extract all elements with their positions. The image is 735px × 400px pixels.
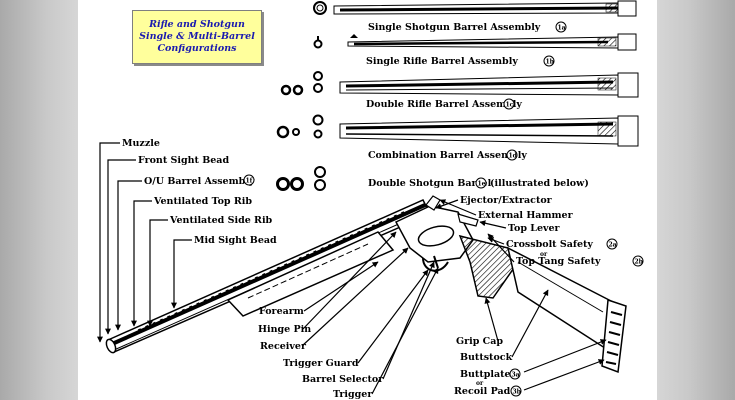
label-front-sight-bead: Front Sight Bead [138,155,229,166]
label-top-tang-num: 2b [635,259,643,266]
label-hinge-pin: Hinge Pin [258,324,311,335]
left-leader-lines [97,142,192,343]
label-ventilated-side-rib: Ventilated Side Rib [169,215,273,226]
combination-barrel-drawing [276,114,639,147]
assembly-num-1: 1a [558,25,566,32]
label-barrel-selector: Barrel Selector [302,374,384,385]
label-recoil-pad-num: 3b [513,389,521,396]
title-line-1: Rifle and Shotgun [149,19,245,30]
diagram-panel: Rifle and Shotgun Single & Multi-Barrel … [78,0,657,400]
label-ou-barrel-assembly: O/U Barrel Assembly [144,176,255,187]
assembly-num-4: 1d [509,153,518,160]
label-recoil-pad: Recoil Pad [454,386,511,397]
gun-diagram-svg: Single Shotgun Barrel Assembly 1a Single… [97,0,644,400]
single-shotgun-barrel-drawing [313,0,637,17]
double-shotgun-drawing [105,195,627,374]
label-or-1: or [540,251,548,258]
label-receiver: Receiver [260,341,307,352]
bottom-right-leader-lines [484,289,607,391]
single-rifle-barrel-drawing [313,33,637,51]
label-crossbolt-safety: Crossbolt Safety [506,239,593,250]
double-rifle-barrel-drawing [280,71,639,98]
label-grip-cap: Grip Cap [456,336,503,347]
label-mid-sight-bead: Mid Sight Bead [194,235,277,246]
assembly-num-2: 1b [546,59,554,66]
assembly-num-3: 1c [506,102,514,109]
background-left [0,0,78,400]
label-or-2: or [476,380,484,387]
assembly-label-5: Double Shotgun Barrel [368,178,492,189]
label-external-hammer: External Hammer [478,210,574,221]
assembly-label-2: Single Rifle Barrel Assembly [366,56,518,67]
assembly-label-4: Combination Barrel Assembly [368,150,527,161]
double-shotgun-barrel-icons [276,166,326,191]
assembly-label-1: Single Shotgun Barrel Assembly [368,22,541,33]
title-box: Rifle and Shotgun Single & Multi-Barrel … [132,10,262,64]
title-line-3: Configurations [157,43,237,54]
assembly-num-5: 1e [478,181,486,188]
title-line-2: Single & Multi-Barrel [139,31,255,42]
label-top-lever: Top Lever [508,223,561,234]
label-crossbolt-num: 2a [609,242,617,249]
label-buttplate: Buttplate [460,369,511,380]
label-top-tang-safety: Top Tang Safety [516,256,601,267]
label-ejector-extractor: Ejector/Extractor [460,195,553,206]
label-ou-barrel-num: 1f [246,178,253,185]
assembly-note-5: (illustrated below) [490,178,589,189]
label-trigger-guard: Trigger Guard [283,358,359,369]
label-muzzle: Muzzle [122,138,160,149]
assembly-label-3: Double Rifle Barrel Assembly [366,99,522,110]
background-right [657,0,735,400]
label-trigger: Trigger [333,389,373,400]
label-ventilated-top-rib: Ventilated Top Rib [153,196,252,207]
label-buttplate-num: 3a [512,372,520,379]
bottom-leader-lines [301,231,439,395]
label-forearm: Forearm [259,306,304,317]
right-leader-lines [435,199,515,263]
label-buttstock: Buttstock [460,352,513,363]
